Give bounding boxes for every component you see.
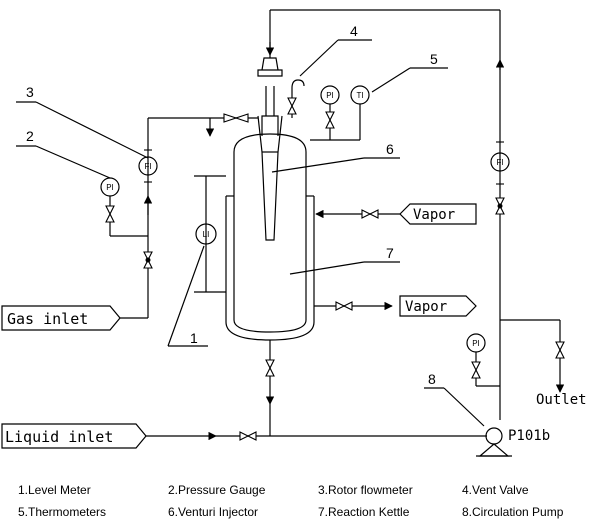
fi-gas-tag: FI	[144, 162, 151, 171]
fi-gas-bubble	[138, 156, 158, 176]
recycle-valve-dot	[497, 203, 503, 209]
legend-item-5: 5.Thermometers	[18, 505, 106, 519]
ti-top-tag: TI	[356, 91, 363, 100]
callout-leaders	[16, 39, 485, 427]
outlet-label: Outlet	[536, 392, 587, 408]
vapor-out-label: Vapor	[405, 299, 447, 315]
pi-top-bubble	[320, 85, 340, 105]
fi-recycle-bubble	[490, 152, 510, 172]
pi-top-tag: PI	[326, 91, 334, 100]
callout-5: 5	[430, 51, 438, 67]
vent-valve-body	[287, 97, 297, 115]
top-nozzle	[257, 42, 283, 136]
pi-pump-valve	[471, 361, 481, 379]
pi-gas-bubble	[100, 177, 120, 197]
liquid-inlet-label: Liquid inlet	[5, 428, 113, 446]
reaction-kettle	[225, 133, 315, 341]
legend-item-2: 2.Pressure Gauge	[168, 483, 266, 497]
outlet-line	[500, 319, 565, 393]
callout-1: 1	[190, 330, 198, 346]
fi-recycle-tag: FI	[496, 158, 503, 167]
pi-pump-bubble	[466, 333, 486, 353]
top-instrument-lines	[310, 104, 361, 141]
vapor-out-valve	[335, 301, 353, 311]
li-tag: LI	[203, 230, 210, 239]
legend-item-3: 3.Rotor flowmeter	[318, 483, 413, 497]
venturi-injector	[257, 115, 283, 241]
callout-6: 6	[386, 141, 394, 157]
callout-7: 7	[386, 245, 394, 261]
drain-valve	[265, 359, 275, 377]
pump-pressure-branch	[475, 352, 500, 387]
level-meter	[194, 175, 226, 293]
gas-pressure-branch	[109, 196, 148, 237]
ti-top-bubble	[350, 85, 370, 105]
callout-8: 8	[428, 371, 436, 387]
liquid-inlet-valve	[239, 431, 257, 441]
callout-2: 2	[26, 128, 34, 144]
gas-inlet-valve-dot	[145, 257, 151, 263]
gas-valve-horizontal	[223, 113, 249, 123]
pi-gas-tag: PI	[106, 183, 114, 192]
callout-4: 4	[350, 23, 358, 39]
recycle-line	[265, 9, 505, 420]
legend-item-8: 8.Circulation Pump	[462, 505, 564, 519]
circulation-pump	[476, 427, 512, 457]
pump-tag: P101b	[508, 428, 550, 444]
gas-inlet-label: Gas inlet	[7, 310, 88, 328]
stream-flags	[1, 203, 477, 449]
pi-pump-tag: PI	[472, 339, 480, 348]
legend: 1.Level Meter 2.Pressure Gauge 3.Rotor f…	[18, 483, 564, 519]
callout-3: 3	[26, 84, 34, 100]
legend-item-1: 1.Level Meter	[18, 483, 91, 497]
li-bubble	[195, 223, 217, 245]
vapor-in-label: Vapor	[413, 207, 455, 223]
gas-pi-valve	[105, 205, 115, 223]
gas-inlet-line	[120, 117, 258, 319]
vapor-in-valve	[361, 209, 379, 219]
legend-item-7: 7.Reaction Kettle	[318, 505, 410, 519]
legend-item-4: 4.Vent Valve	[462, 483, 529, 497]
legend-item-6: 6.Venturi Injector	[168, 505, 258, 519]
pi-top-valve	[325, 111, 335, 129]
outlet-valve	[555, 341, 565, 359]
